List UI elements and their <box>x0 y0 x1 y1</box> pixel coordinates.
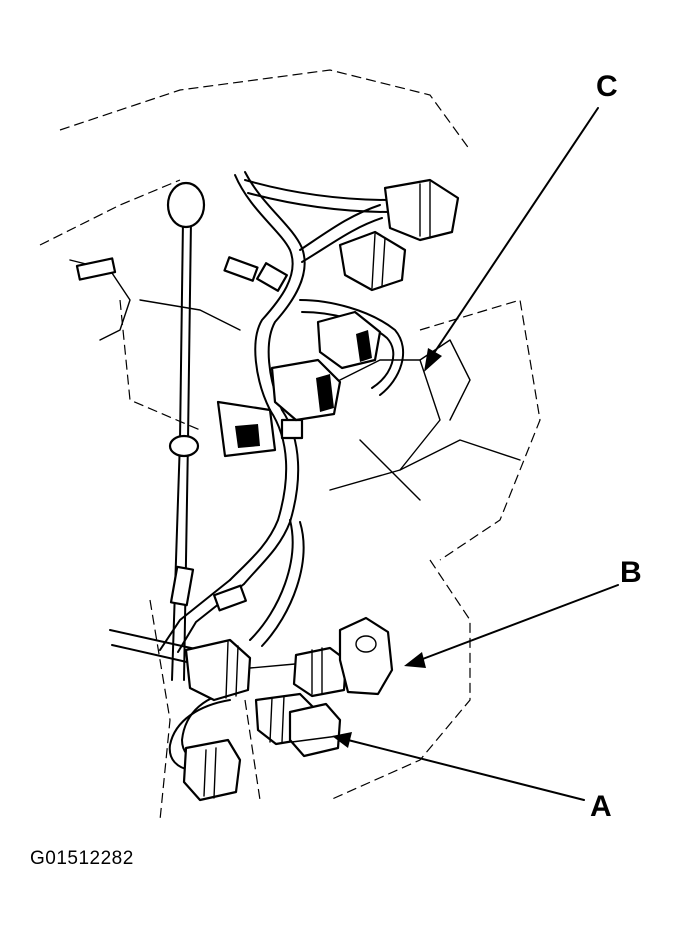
engine-body-outline <box>39 69 541 821</box>
callout-label-c: C <box>596 70 618 103</box>
harness-clamps <box>75 256 304 612</box>
callout-label-b: B <box>620 556 642 589</box>
leader-lines <box>332 107 619 801</box>
sensor-b <box>292 616 394 698</box>
sensor-a <box>254 692 342 758</box>
callout-label-a: A <box>590 790 612 823</box>
figure-id: G01512282 <box>30 848 134 869</box>
harness-connectors <box>182 638 296 802</box>
dipstick-tube <box>166 181 206 681</box>
upper-connectors <box>216 178 460 458</box>
